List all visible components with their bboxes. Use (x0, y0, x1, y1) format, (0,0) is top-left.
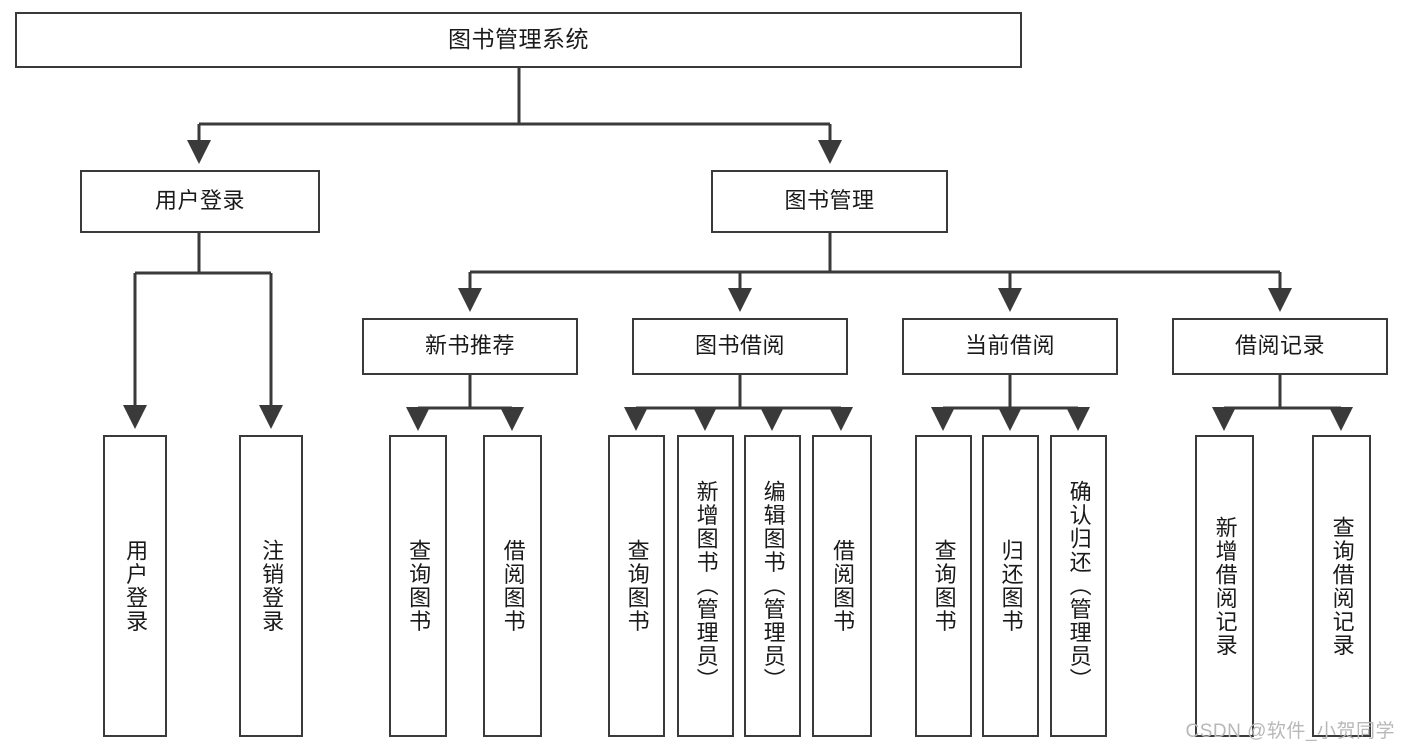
node-label: 借阅图书 (500, 539, 526, 633)
node-label: 借阅图书 (830, 539, 856, 633)
node-book-manage[interactable]: 图书管理 (711, 170, 948, 233)
node-new-book-recommend[interactable]: 新书推荐 (362, 318, 578, 375)
node-label: 新书推荐 (424, 333, 515, 359)
leaf-newbook-borrow-book[interactable]: 借阅图书 (483, 435, 542, 737)
node-label: 归还图书 (998, 539, 1024, 633)
leaf-borrow-edit-book[interactable]: 编辑图书（管理员） (744, 435, 801, 737)
node-label: 用户登录 (123, 539, 149, 633)
node-label: 查询图书 (624, 539, 650, 633)
node-label: 借阅记录 (1234, 333, 1325, 359)
leaf-current-return-book[interactable]: 归还图书 (982, 435, 1039, 737)
node-label: 图书管理系统 (448, 26, 589, 53)
leaf-borrow-add-book[interactable]: 新增图书（管理员） (677, 435, 734, 737)
watermark: CSDN @软件_小贺同学 (1185, 721, 1395, 742)
node-label: 新增图书（管理员） (693, 480, 719, 692)
node-borrow-record[interactable]: 借阅记录 (1172, 318, 1388, 375)
leaf-current-query-book[interactable]: 查询图书 (915, 435, 972, 737)
node-label: 图书管理 (784, 188, 875, 214)
node-label: 确认归还（管理员） (1066, 480, 1092, 692)
node-label: 新增借阅记录 (1212, 515, 1238, 657)
node-label: 查询借阅记录 (1329, 515, 1355, 657)
leaf-user-login[interactable]: 用户登录 (103, 435, 167, 737)
leaf-borrow-query-book[interactable]: 查询图书 (608, 435, 665, 737)
leaf-newbook-query-book[interactable]: 查询图书 (389, 435, 447, 737)
node-label: 用户登录 (154, 188, 245, 214)
leaf-current-confirm-return[interactable]: 确认归还（管理员） (1050, 435, 1107, 737)
node-user-login[interactable]: 用户登录 (80, 170, 320, 233)
node-root-system[interactable]: 图书管理系统 (15, 12, 1022, 68)
node-book-borrow[interactable]: 图书借阅 (632, 318, 848, 375)
leaf-borrow-borrow-book[interactable]: 借阅图书 (812, 435, 872, 737)
node-label: 当前借阅 (964, 333, 1055, 359)
leaf-logout[interactable]: 注销登录 (239, 435, 303, 737)
node-label: 注销登录 (259, 539, 285, 633)
node-label: 编辑图书（管理员） (760, 480, 786, 692)
node-label: 查询图书 (931, 539, 957, 633)
node-current-borrow[interactable]: 当前借阅 (902, 318, 1118, 375)
node-label: 查询图书 (406, 539, 432, 633)
node-label: 图书借阅 (694, 333, 785, 359)
leaf-record-add-record[interactable]: 新增借阅记录 (1195, 435, 1254, 737)
leaf-record-query-record[interactable]: 查询借阅记录 (1312, 435, 1371, 737)
